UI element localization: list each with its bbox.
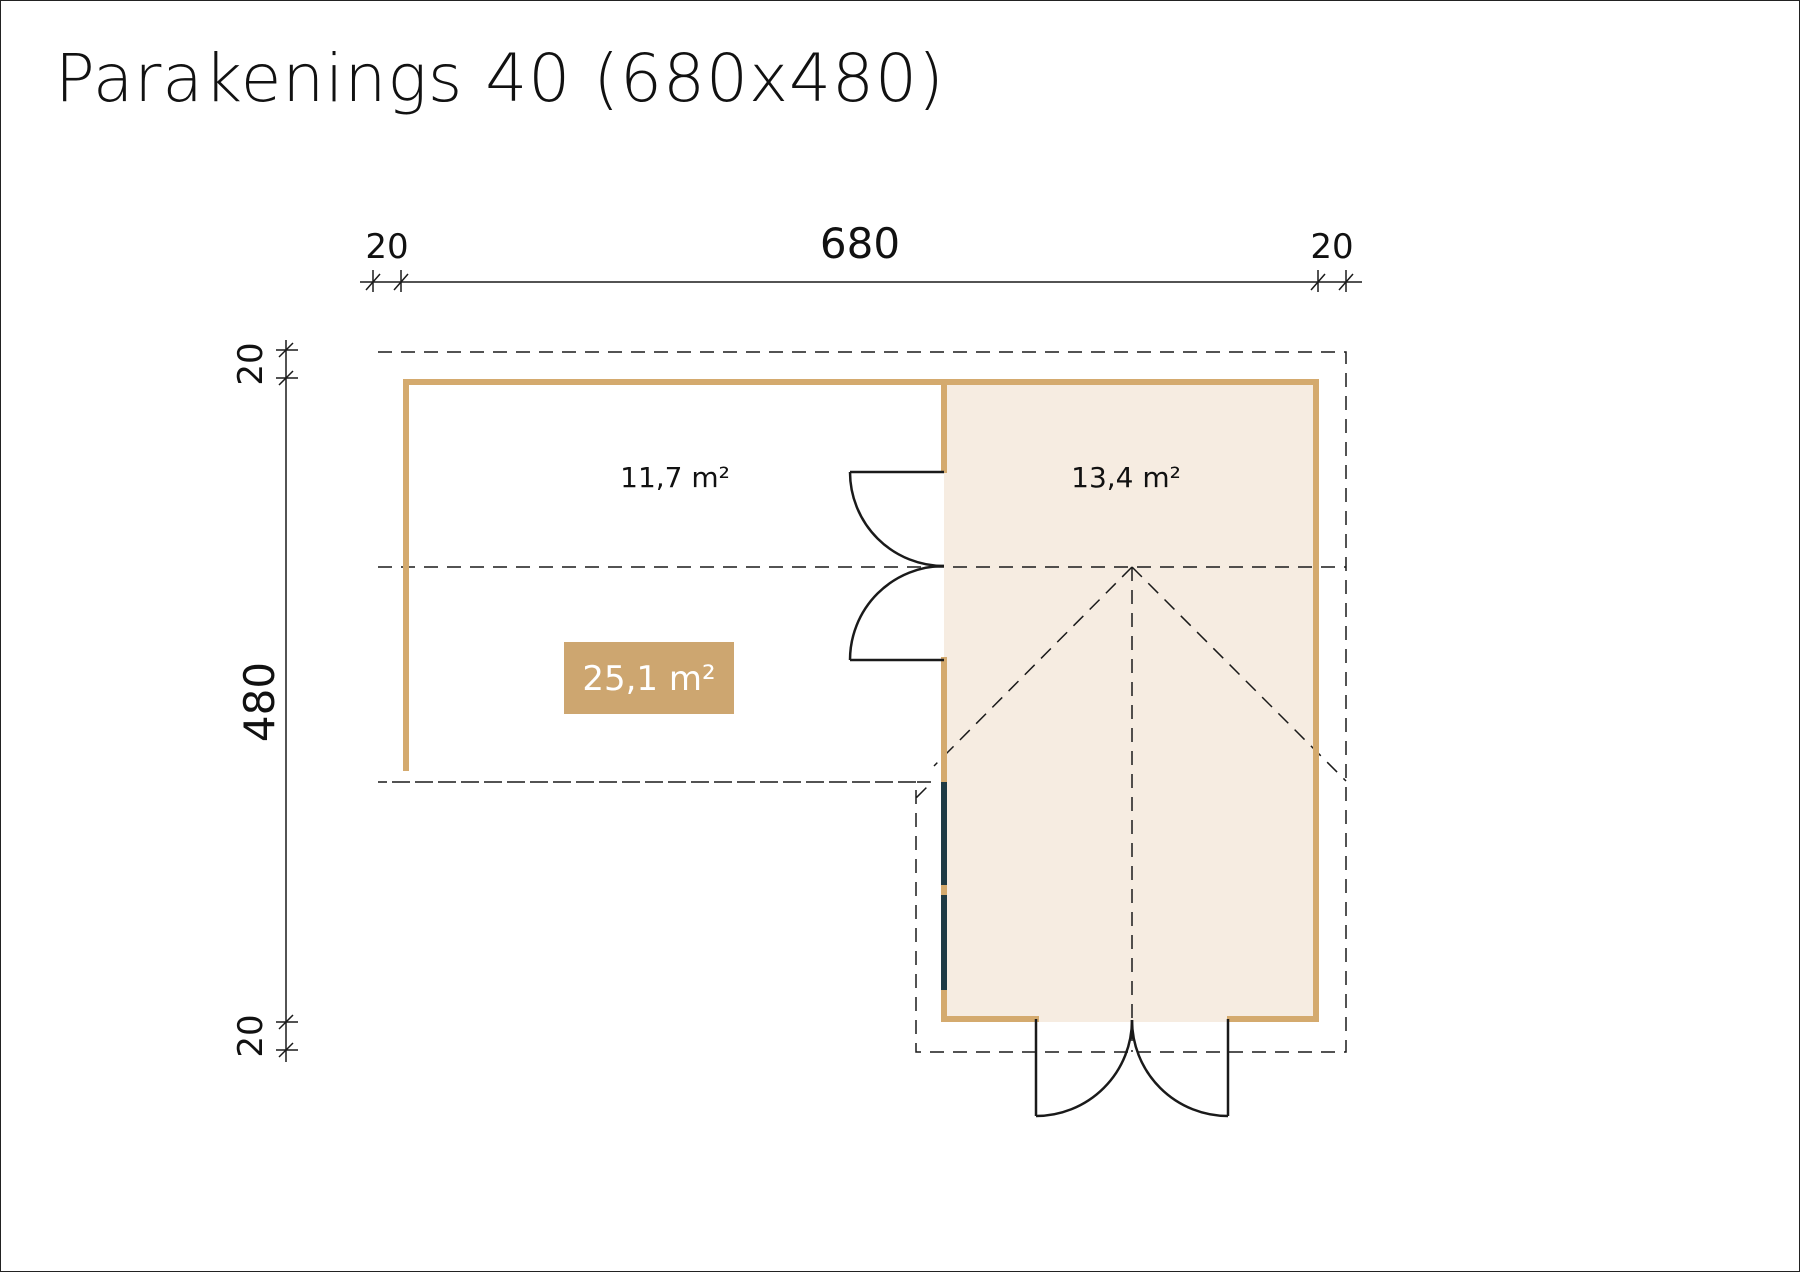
area-room-label: 13,4 m² (1071, 461, 1181, 494)
dim-width: 680 (820, 219, 900, 268)
dim-top-overhang: 20 (231, 342, 271, 385)
room-fill (944, 380, 1316, 1022)
area-covered-label: 11,7 m² (620, 461, 730, 494)
total-area-badge (564, 642, 734, 714)
roof-lines (378, 566, 1347, 1052)
dim-right-overhang: 20 (1310, 227, 1353, 267)
total-area-label: 25,1 m² (582, 659, 715, 699)
dim-left-overhang: 20 (365, 227, 408, 267)
front-double-door (1034, 1019, 1230, 1118)
dim-bottom-overhang: 20 (231, 1014, 271, 1057)
roof-outline (378, 351, 1347, 1053)
walls (403, 379, 1319, 1022)
page-title: Parakenings 40 (680x480) (55, 40, 945, 117)
dim-depth: 480 (235, 662, 284, 742)
vertical-dimension (276, 340, 298, 1062)
horizontal-dimension (360, 270, 1362, 292)
internal-double-door (848, 470, 945, 662)
